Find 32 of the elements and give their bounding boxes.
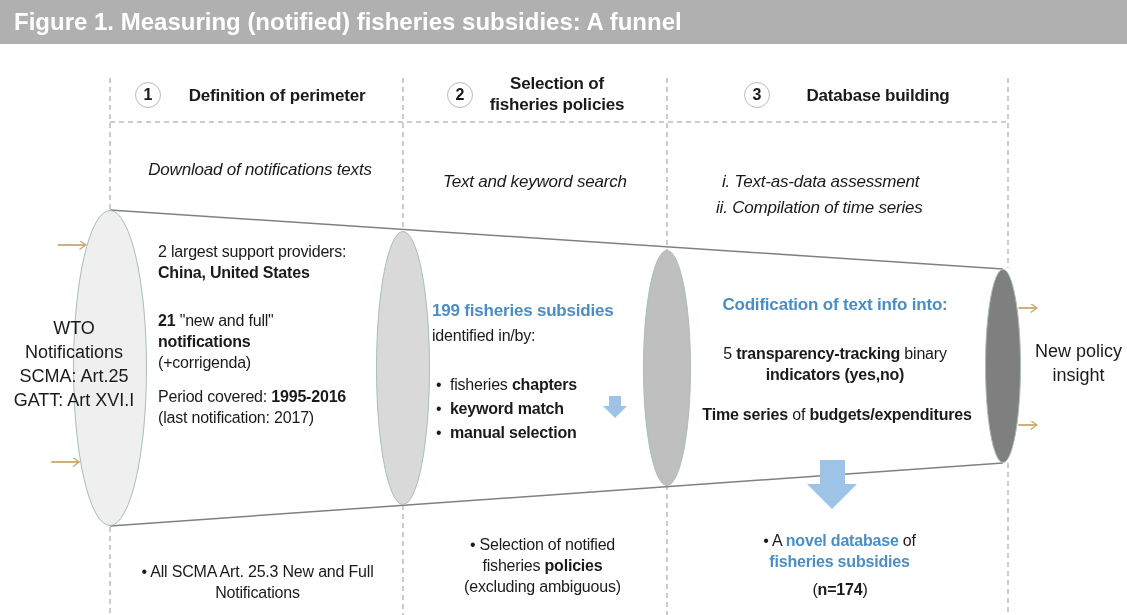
outcome-label: New policy insight <box>1030 280 1127 445</box>
figure-title: Figure 1. Measuring (notified) fisheries subsidies: A funnel <box>0 0 1127 44</box>
outcome-text: • Selection of notified fisheries policies (excluding ambiguous) <box>463 535 622 597</box>
list-item: • manual selection <box>436 423 578 443</box>
arrow <box>50 456 81 468</box>
funnel-heading: Codification of text info into: <box>721 294 949 315</box>
list-item: • keyword match <box>436 399 565 419</box>
list-item: • fisheries chapters <box>436 375 579 395</box>
step-description: ii. Compilation of time series <box>716 197 924 218</box>
step-heading: Database building <box>805 85 951 106</box>
step-heading: Selection of fisheries policies <box>488 73 626 115</box>
step-heading: Definition of perimeter <box>187 85 367 106</box>
funnel-text: identified in/by: <box>432 326 537 346</box>
funnel-ellipse <box>376 231 430 505</box>
step-description: i. Text-as-data assessment <box>722 171 921 192</box>
funnel-ellipse <box>985 269 1021 463</box>
outcome-text: (n=174) <box>811 580 869 600</box>
funnel-text: Time series of budgets/expenditures <box>701 405 973 425</box>
funnel-text: 21 "new and full" notifications (+corrigenda) <box>158 311 275 373</box>
funnel-heading: 199 fisheries subsidies <box>432 300 615 321</box>
arrow <box>56 239 87 251</box>
step-description: Text and keyword search <box>442 171 628 192</box>
funnel-text: 2 largest support providers: China, United States <box>158 242 348 283</box>
arrow <box>1017 419 1038 431</box>
funnel-text: Period covered: 1995-2016 (last notification: 2017) <box>158 387 348 428</box>
funnel-ellipse <box>643 250 691 486</box>
step-description: Download of notifications texts <box>147 159 373 180</box>
funnel-text: 5 transparency-tracking binary indicators (yes,no) <box>722 344 948 385</box>
outcome-text: • All SCMA Art. 25.3 New and Full Notifications <box>140 562 375 603</box>
outcome-text: • A novel database of fisheries subsidies <box>762 531 917 572</box>
source-label: WTO Notifications SCMA: Art.25 GATT: Art XVI.I <box>4 314 144 414</box>
arrow <box>1017 302 1038 314</box>
